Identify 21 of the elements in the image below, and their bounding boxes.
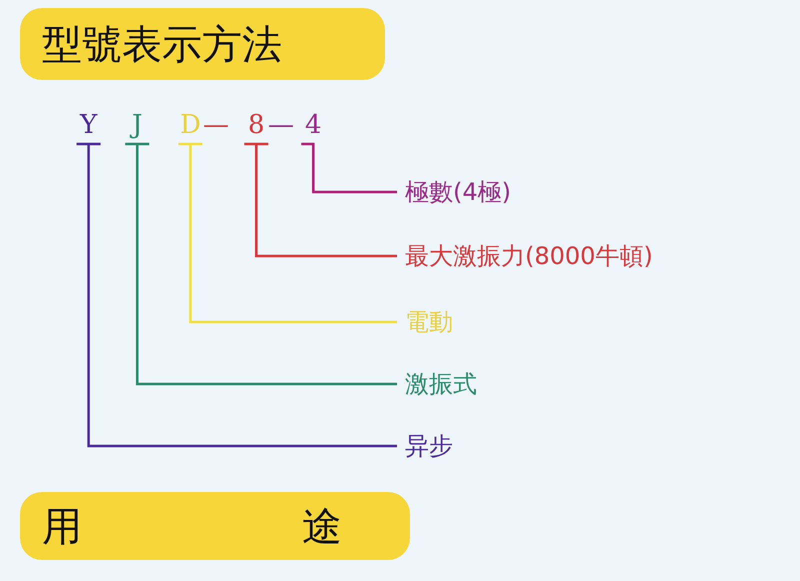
code-letter: 8 [248, 110, 265, 140]
code-letter: Y [80, 110, 98, 140]
code-letter: J [132, 110, 142, 140]
title-banner [20, 8, 385, 80]
leader-line [124, 142, 398, 386]
code-letter: D [180, 110, 201, 140]
meaning-text: 最大激振力(8000牛頓) [405, 240, 653, 272]
leader-line [301, 142, 397, 194]
banner-heading: 用途 [42, 502, 562, 552]
leader-line [243, 142, 398, 258]
meaning-text: 電動 [405, 306, 453, 338]
meaning-text: 激振式 [405, 368, 477, 400]
code-letter: 4 [305, 110, 322, 140]
separator-dash: — [203, 110, 229, 140]
separator-dash: — [268, 110, 294, 140]
meaning-text: 异步 [405, 430, 453, 462]
banner-heading: 型號表示方法 [42, 20, 282, 70]
leader-line [177, 142, 398, 324]
meaning-text: 極數(4極) [405, 176, 511, 208]
leader-line [75, 142, 398, 448]
section-banner [20, 492, 410, 560]
